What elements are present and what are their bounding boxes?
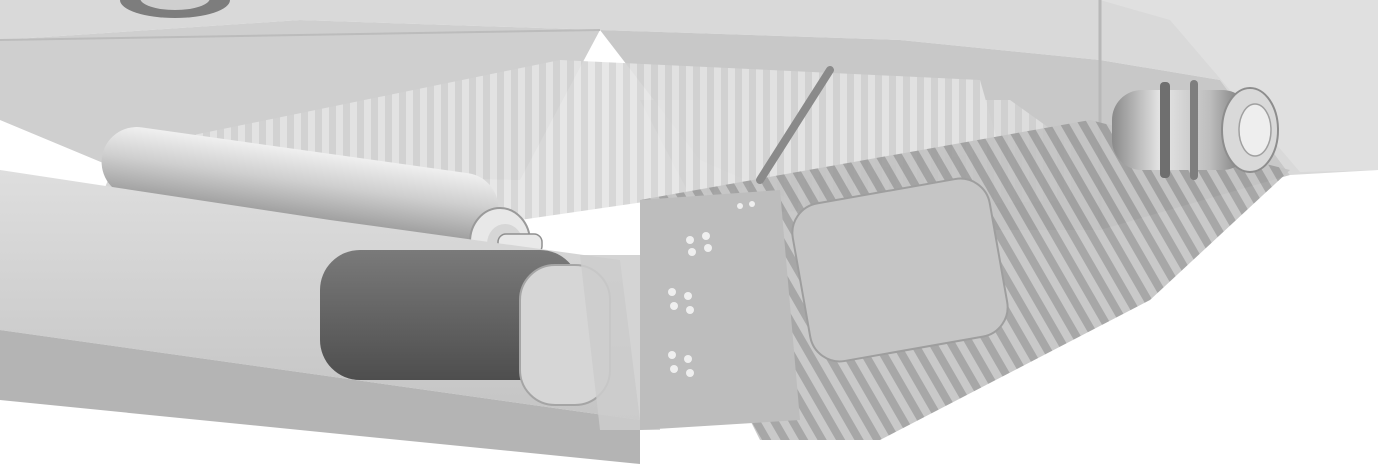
drive-motor: [1112, 80, 1279, 180]
lower-housing: [0, 170, 660, 464]
support-rod: [756, 66, 834, 184]
bolt-holes: [668, 201, 755, 377]
partial-roller-top-left: [120, 0, 230, 18]
track-chain: [640, 120, 1290, 440]
